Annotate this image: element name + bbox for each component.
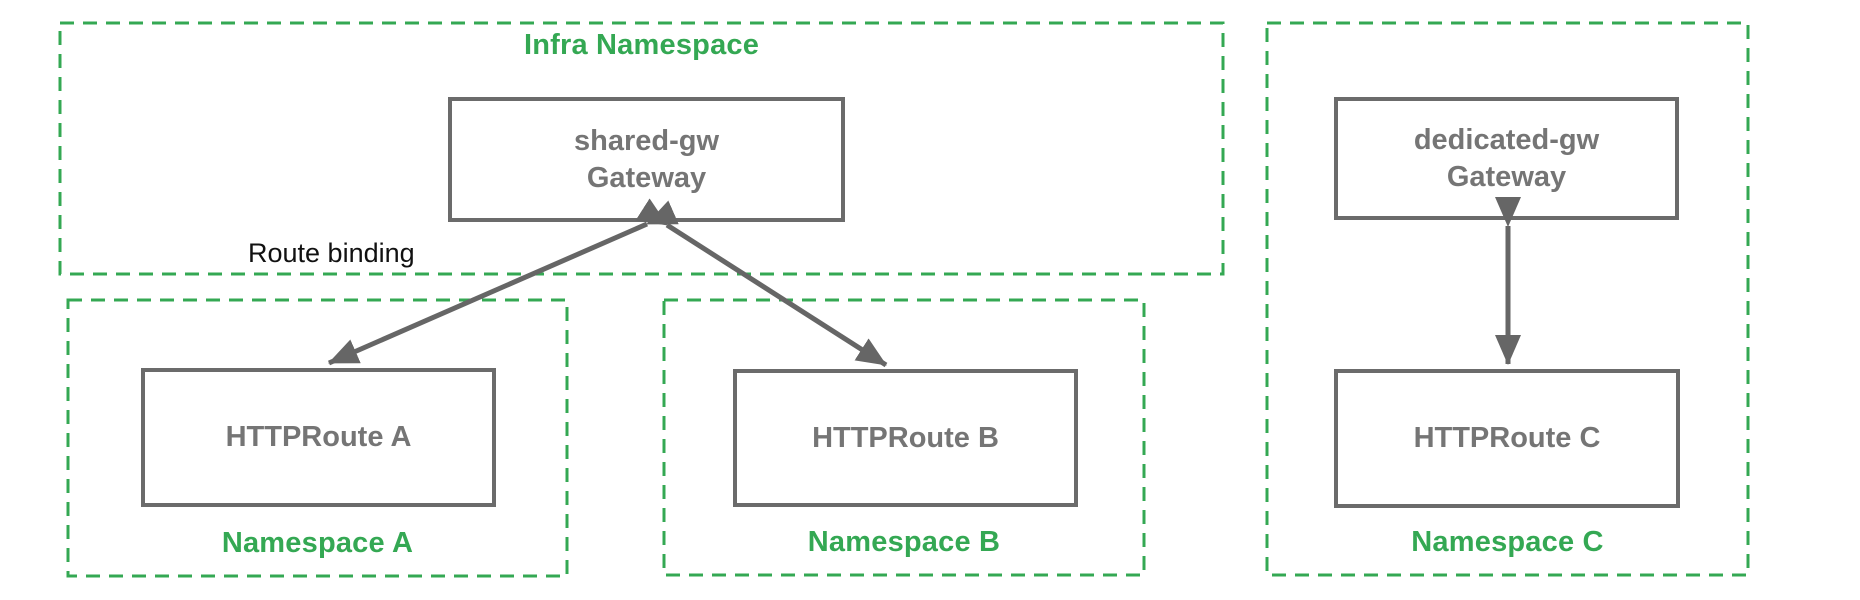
namespace-c-title: Namespace C (1411, 526, 1604, 558)
dedicated-gateway-kind: Gateway (1446, 160, 1567, 193)
httproute-b-label: HTTPRoute B (812, 421, 999, 454)
route-binding-label: Route binding (248, 238, 415, 268)
dedicated-gateway-node: dedicated-gw Gateway (1334, 97, 1679, 220)
dedicated-gateway-name: dedicated-gw (1413, 123, 1600, 156)
httproute-c-label: HTTPRoute C (1413, 422, 1601, 454)
httproute-a-label: HTTPRoute A (225, 421, 412, 453)
shared-gateway-node: shared-gw Gateway (448, 97, 845, 222)
httproute-c-node: HTTPRoute C (1334, 369, 1680, 508)
shared-gateway-kind: Gateway (586, 161, 707, 194)
infra-namespace-title: Infra Namespace (523, 29, 760, 61)
httproute-b-node: HTTPRoute B (733, 369, 1078, 507)
namespace-b-title: Namespace B (807, 526, 1001, 558)
httproute-a-node: HTTPRoute A (141, 368, 496, 507)
shared-gateway-name: shared-gw (573, 124, 720, 157)
namespace-a-title: Namespace A (221, 527, 414, 559)
